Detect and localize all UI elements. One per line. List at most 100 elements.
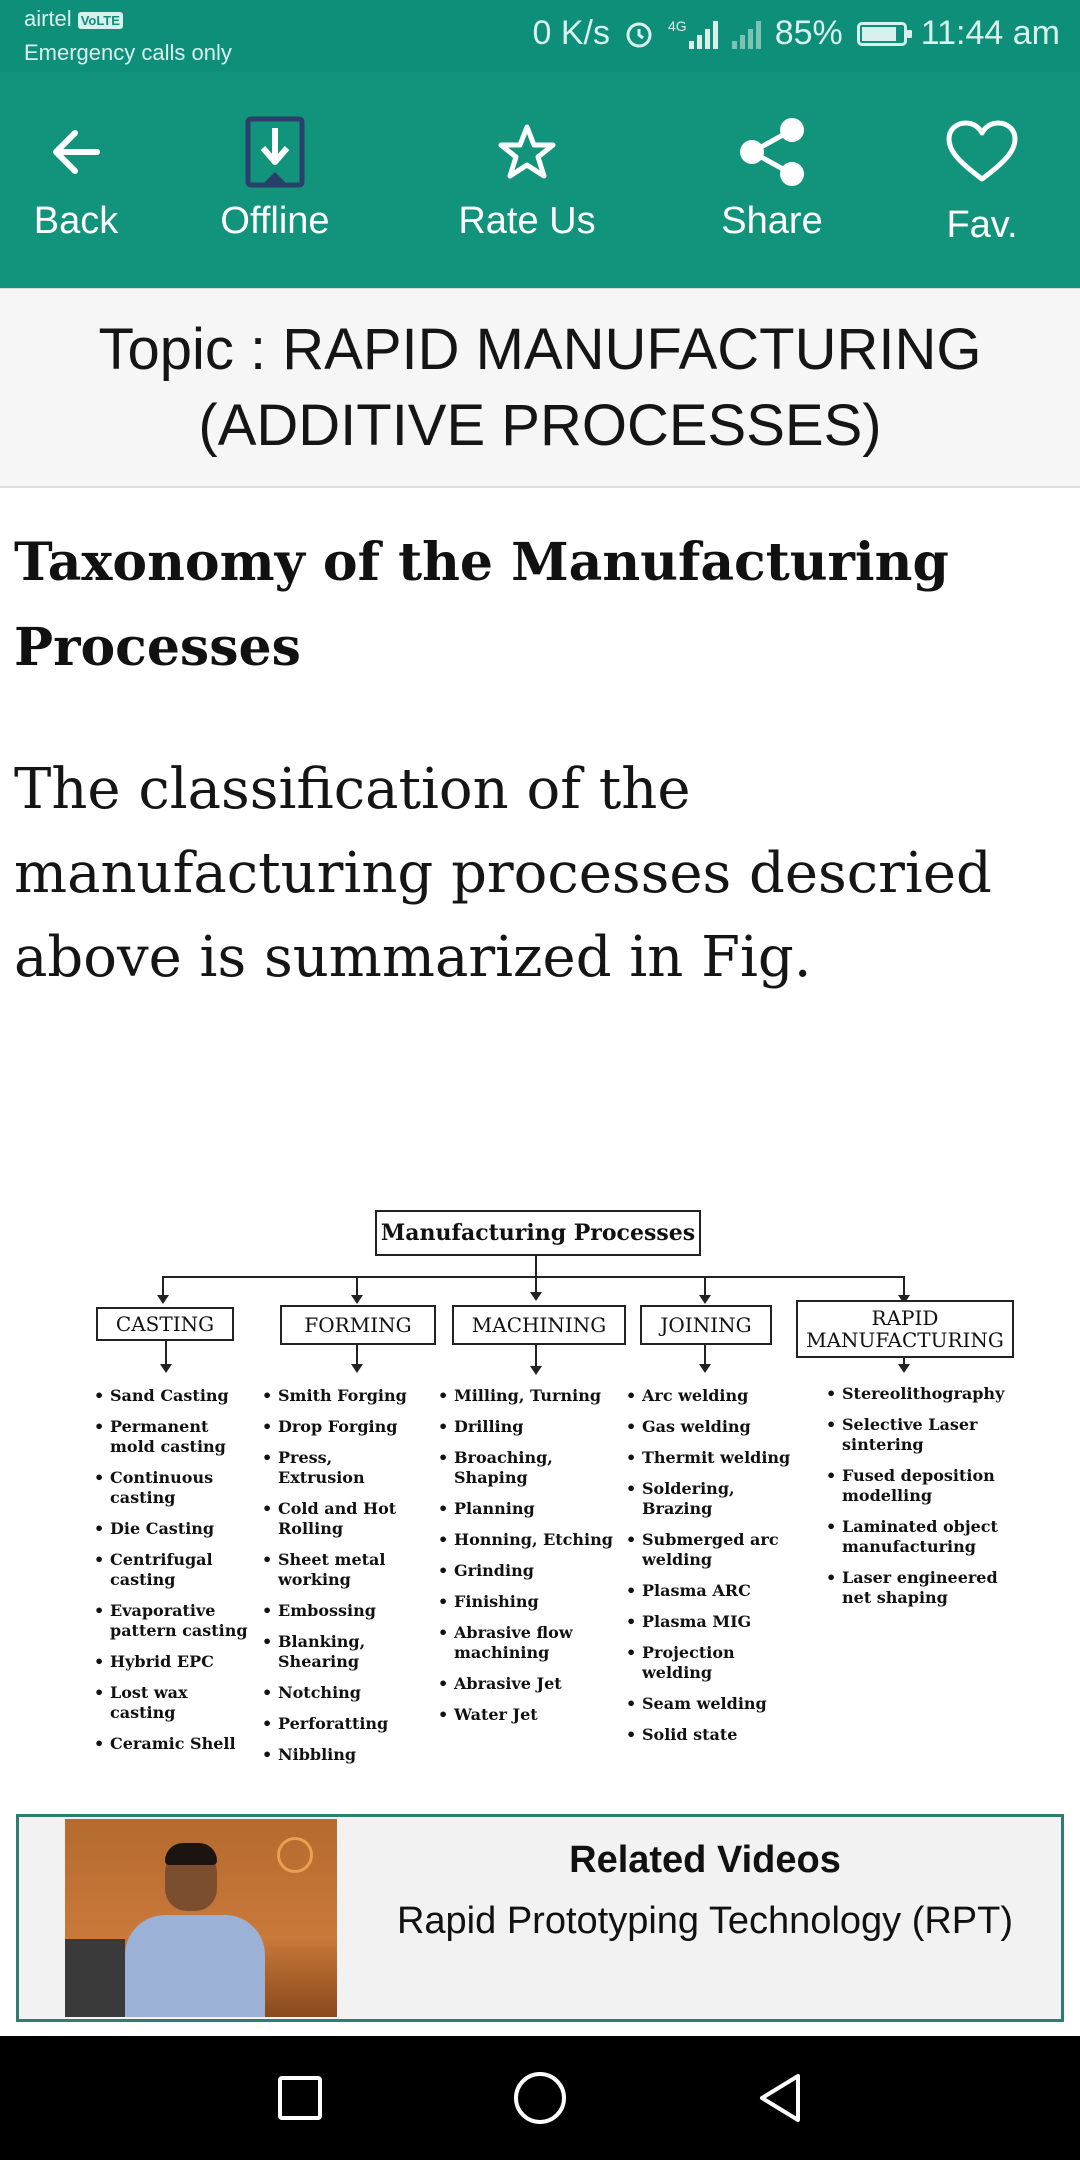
casting-list: Sand CastingPermanent mold castingContin… — [94, 1386, 254, 1765]
favorite-button[interactable]: Fav. — [920, 72, 1044, 288]
diagram-list-item: Drop Forging — [262, 1417, 420, 1437]
heart-icon — [942, 112, 1022, 192]
category-forming: FORMING — [280, 1305, 436, 1345]
diagram-list-item: Sheet metal working — [262, 1550, 420, 1590]
diagram-list-item: Finishing — [438, 1592, 618, 1612]
diagram-list-item: Drilling — [438, 1417, 618, 1437]
rate-us-label: Rate Us — [458, 200, 596, 242]
connector-arrow — [699, 1364, 711, 1373]
joining-list: Arc weldingGas weldingThermit weldingSol… — [626, 1386, 796, 1756]
topic-line-2: (ADDITIVE PROCESSES) — [198, 392, 882, 458]
offline-button[interactable]: Offline — [200, 72, 350, 288]
connector-arrow — [530, 1292, 542, 1301]
battery-percent: 85% — [774, 14, 843, 52]
related-videos-card[interactable]: Related Videos Rapid Prototyping Technol… — [16, 1814, 1064, 2022]
back-nav-button[interactable] — [748, 2066, 812, 2130]
topic-line-1: Topic : RAPID MANUFACTURING — [98, 316, 982, 382]
diagram-list-item: Embossing — [262, 1601, 420, 1621]
diagram-list-item: Permanent mold casting — [94, 1417, 254, 1457]
diagram-list-item: Lost wax casting — [94, 1683, 254, 1723]
related-video-title[interactable]: Rapid Prototyping Technology (RPT) — [396, 1900, 1014, 1942]
diagram-list-item: Smith Forging — [262, 1386, 420, 1406]
diagram-list-item: Milling, Turning — [438, 1386, 618, 1406]
topic-header: Topic : RAPID MANUFACTURING (ADDITIVE PR… — [0, 288, 1080, 488]
article-paragraph: The classification of the manufacturing … — [14, 757, 992, 990]
diagram-list-item: Blanking, Shearing — [262, 1632, 420, 1672]
category-casting: CASTING — [96, 1307, 234, 1341]
signal-icon — [688, 19, 718, 49]
diagram-list-item: Soldering, Brazing — [626, 1479, 796, 1519]
connector — [903, 1358, 905, 1366]
no-signal-icon — [731, 19, 761, 49]
connector — [704, 1276, 706, 1298]
system-nav-bar — [0, 2036, 1080, 2160]
diagram-list-item: Selective Laser sintering — [826, 1415, 1020, 1455]
diagram-list-item: Abrasive Jet — [438, 1674, 618, 1694]
diagram-list-item: Laser engineered net shaping — [826, 1568, 1020, 1608]
connector — [162, 1276, 904, 1278]
recent-apps-button[interactable] — [268, 2066, 332, 2130]
star-icon — [487, 112, 567, 192]
diagram-list-item: Plasma ARC — [626, 1581, 796, 1601]
emergency-text: Emergency calls only — [24, 40, 232, 65]
action-toolbar: Back Offline Rate Us Share Fav. — [0, 72, 1080, 288]
diagram-list-item: Projection welding — [626, 1643, 796, 1683]
clock: 11:44 am — [920, 14, 1060, 52]
offline-label: Offline — [220, 200, 330, 242]
category-rapid-manufacturing: RAPID MANUFACTURING — [796, 1300, 1014, 1358]
alarm-icon — [626, 22, 652, 47]
diagram-list-item: Abrasive flow machining — [438, 1623, 618, 1663]
connector-arrow — [699, 1295, 711, 1304]
category-joining: JOINING — [640, 1305, 772, 1345]
connector-arrow — [898, 1295, 910, 1304]
network-type: 4G — [668, 17, 687, 34]
circle-icon — [514, 2072, 566, 2124]
diagram-list-item: Stereolithography — [826, 1384, 1020, 1404]
diagram-list-item: Plasma MIG — [626, 1612, 796, 1632]
connector-arrow — [530, 1366, 542, 1375]
connector — [535, 1345, 537, 1367]
share-button[interactable]: Share — [696, 72, 848, 288]
share-icon — [732, 112, 812, 192]
category-machining: MACHINING — [452, 1305, 626, 1345]
diagram-list-item: Gas welding — [626, 1417, 796, 1437]
diagram-list-item: Nibbling — [262, 1745, 420, 1765]
connector — [704, 1345, 706, 1365]
rate-us-button[interactable]: Rate Us — [440, 72, 614, 288]
machining-list: Milling, TurningDrillingBroaching, Shapi… — [438, 1386, 618, 1736]
connector-arrow — [351, 1364, 363, 1373]
arrow-left-icon — [36, 112, 116, 192]
video-thumbnail[interactable] — [65, 1819, 337, 2017]
manufacturing-taxonomy-diagram: Manufacturing Processes CASTING FORMING … — [90, 1200, 1020, 1765]
download-icon — [235, 112, 315, 192]
diagram-list-item: Honning, Etching — [438, 1530, 618, 1550]
favorite-label: Fav. — [946, 204, 1018, 246]
home-button[interactable] — [508, 2066, 572, 2130]
diagram-list-item: Thermit welding — [626, 1448, 796, 1468]
diagram-root-box: Manufacturing Processes — [375, 1210, 701, 1256]
rapid-manufacturing-list: StereolithographySelective Laser sinteri… — [826, 1384, 1020, 1619]
diagram-list-item: Broaching, Shaping — [438, 1448, 618, 1488]
related-videos-title: Related Videos — [569, 1839, 841, 1881]
diagram-list-item: Perforatting — [262, 1714, 420, 1734]
diagram-list-item: Arc welding — [626, 1386, 796, 1406]
network-speed: 0 K/s — [532, 14, 610, 52]
channel-logo-icon — [277, 1837, 313, 1873]
battery-icon — [856, 21, 912, 46]
diagram-list-item: Planning — [438, 1499, 618, 1519]
diagram-list-item: Die Casting — [94, 1519, 254, 1539]
connector-arrow — [351, 1295, 363, 1304]
diagram-list-item: Hybrid EPC — [94, 1652, 254, 1672]
diagram-list-item: Sand Casting — [94, 1386, 254, 1406]
diagram-list-item: Laminated object manufacturing — [826, 1517, 1020, 1557]
forming-list: Smith ForgingDrop ForgingPress, Extrusio… — [262, 1386, 420, 1776]
back-button[interactable]: Back — [0, 72, 152, 288]
diagram-list-item: Continuous casting — [94, 1468, 254, 1508]
diagram-list-item: Ceramic Shell — [94, 1734, 254, 1754]
diagram-list-item: Submerged arc welding — [626, 1530, 796, 1570]
diagram-list-item: Press, Extrusion — [262, 1448, 420, 1488]
square-icon — [278, 2076, 322, 2120]
connector-arrow — [157, 1295, 169, 1304]
